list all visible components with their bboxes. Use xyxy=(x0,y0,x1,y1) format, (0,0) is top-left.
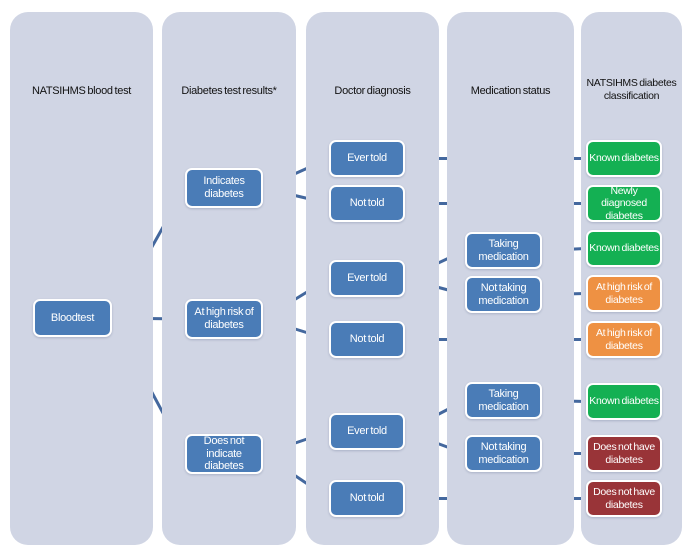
node-known-diabetes-2: Known diabetes xyxy=(586,230,662,267)
node-known-diabetes-3: Known diabetes xyxy=(586,383,662,420)
node-not-told-2: Not told xyxy=(329,321,405,358)
node-newly-diagnosed: Newly diagnosed diabetes xyxy=(586,185,662,222)
column-header-doctor-diagnosis: Doctor diagnosis xyxy=(334,85,411,98)
node-known-diabetes-1: Known diabetes xyxy=(586,140,662,177)
node-taking-med-1: Taking medication xyxy=(465,232,542,269)
node-no-diabetes-1: Does not have diabetes xyxy=(586,435,662,472)
column-header-blood-test: NATSIHMS blood test xyxy=(31,85,132,98)
node-high-risk-class-2: At high risk of diabetes xyxy=(586,321,662,358)
node-not-told-1: Not told xyxy=(329,185,405,222)
column-header-test-results: Diabetes test results* xyxy=(181,85,277,98)
node-indicates-diabetes: Indicates diabetes xyxy=(185,168,263,208)
node-bloodtest: Bloodtest xyxy=(33,299,112,337)
node-not-taking-med-1: Not taking medication xyxy=(465,276,542,313)
node-no-diabetes-2: Does not have diabetes xyxy=(586,480,662,517)
node-ever-told-3: Ever told xyxy=(329,413,405,450)
column-blood-test: NATSIHMS blood test xyxy=(10,12,153,545)
node-taking-med-2: Taking medication xyxy=(465,382,542,419)
column-header-classification: NATSIHMS diabetes classification xyxy=(586,76,677,102)
node-ever-told-1: Ever told xyxy=(329,140,405,177)
node-not-told-3: Not told xyxy=(329,480,405,517)
node-not-taking-med-2: Not taking medication xyxy=(465,435,542,472)
column-header-medication-status: Medication status xyxy=(470,85,551,98)
node-ever-told-2: Ever told xyxy=(329,260,405,297)
node-does-not-indicate: Does not indicate diabetes xyxy=(185,434,263,474)
node-high-risk: At high risk of diabetes xyxy=(185,299,263,339)
node-high-risk-class-1: At high risk of diabetes xyxy=(586,275,662,312)
